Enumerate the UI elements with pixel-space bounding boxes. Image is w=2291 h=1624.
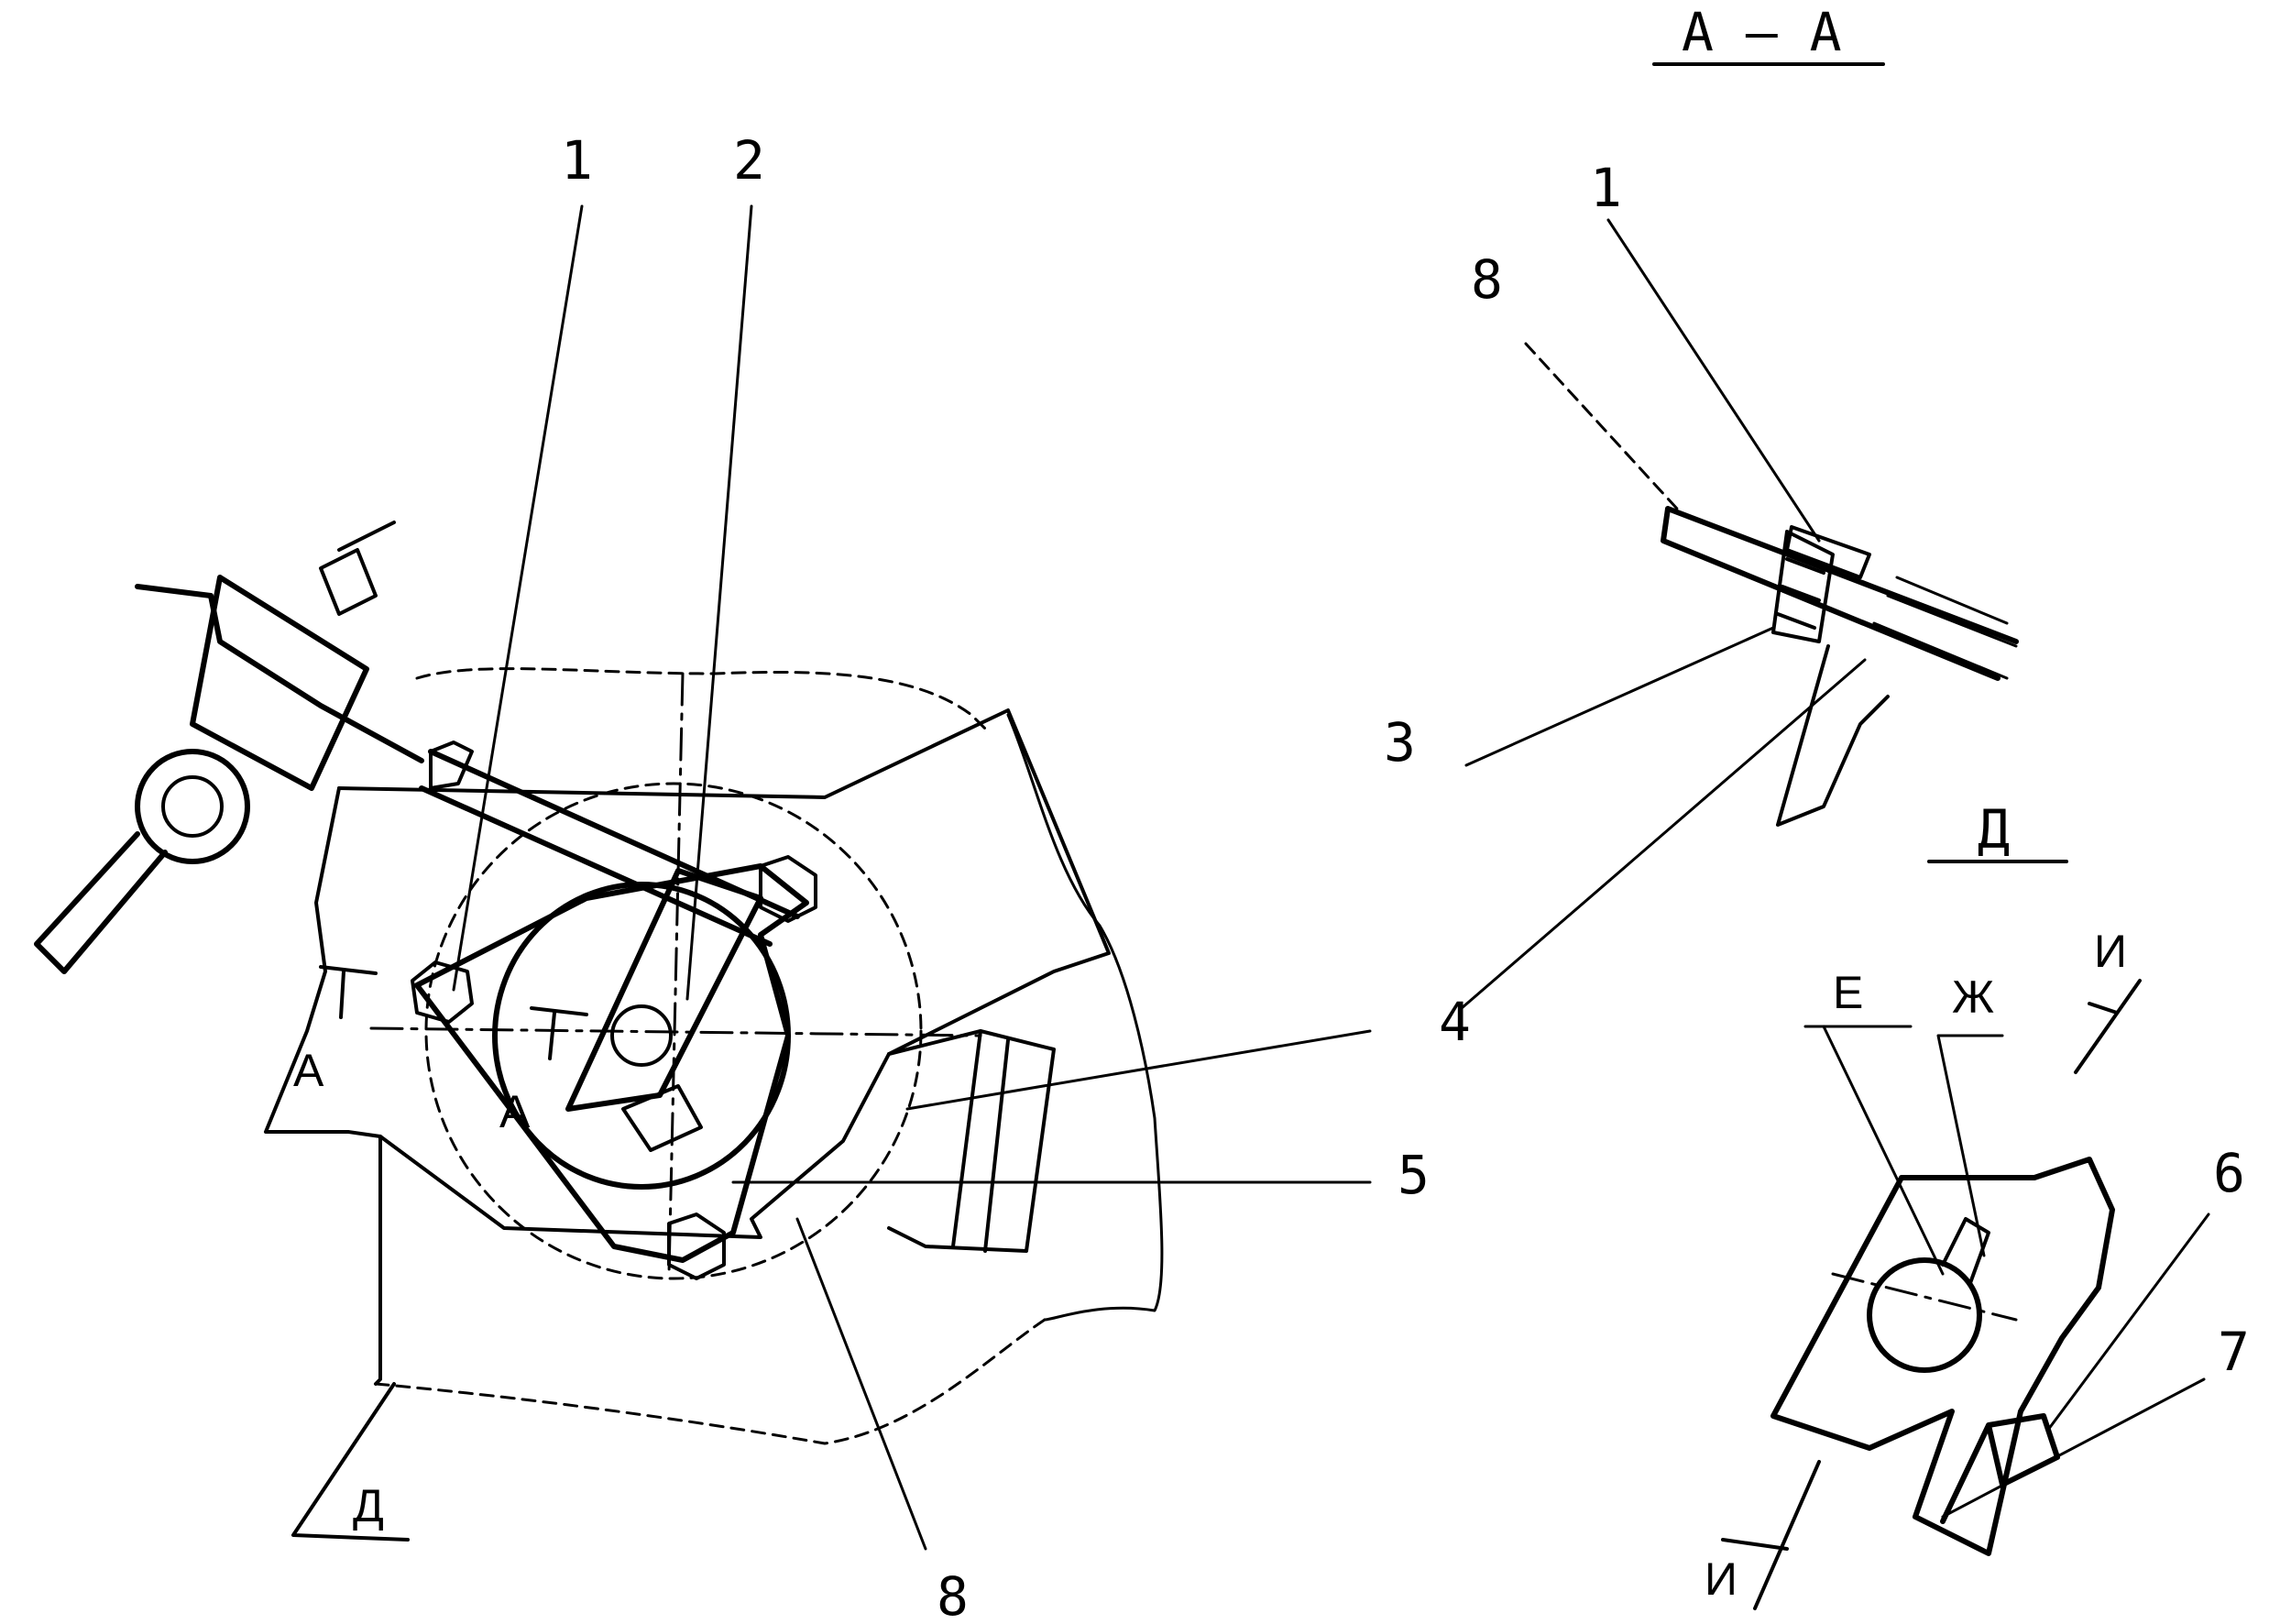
detail-shaft (1867, 1257, 1982, 1373)
main-view: А А Д 1 2 4 5 8 (34, 129, 1471, 1624)
marker-e-leader (1803, 1025, 1945, 1276)
dir-i-bottom-arrow (1721, 1538, 1789, 1551)
callout-5-main: 5 (1398, 1144, 1430, 1206)
section-right-plates (1872, 576, 2018, 680)
roller-bearing-inner (161, 775, 224, 838)
leader-section-4 (1460, 658, 1867, 1010)
section-bracket (1776, 644, 1890, 827)
spring-rod (419, 749, 800, 947)
section-plate (1661, 506, 2019, 681)
pivot-hub (610, 1004, 673, 1067)
hex-nut-top (759, 855, 817, 923)
centerline-vertical (667, 672, 685, 1276)
callout-1-main: 1 (561, 129, 593, 192)
leader-section-8 (1524, 342, 1679, 510)
tube-connector-inner (951, 1029, 1010, 1253)
letter-e: Е (1833, 967, 1863, 1018)
view-d-leader (291, 1382, 410, 1542)
callout-6-view: 6 (2213, 1142, 2245, 1204)
callout-3-section: 3 (1384, 711, 1416, 774)
view-d-main-label: Д (353, 1480, 384, 1531)
letter-zh: Ж (1952, 971, 1994, 1023)
section-a-label: А (293, 1045, 324, 1096)
leader-1 (452, 204, 584, 992)
tube-connector (887, 1029, 1056, 1253)
marker-zh-leader (1936, 1034, 2004, 1257)
view-d-title: Д (1978, 798, 2010, 861)
leader-section-3 (1464, 626, 1775, 767)
leader-7 (1941, 1377, 2206, 1519)
leader-6 (2046, 1213, 2210, 1432)
leader-section-1 (1606, 218, 1821, 543)
dir-i-top-line (2074, 979, 2142, 1074)
roller-bearing (135, 749, 250, 864)
left-linkage (135, 584, 424, 763)
hex-nut-bottom (667, 1213, 726, 1280)
leader-2 (685, 204, 753, 1001)
callout-8-main: 8 (937, 1565, 969, 1624)
body-right-contour (1006, 713, 1164, 1322)
callout-2-main: 2 (733, 129, 765, 192)
section-nut (1785, 525, 1871, 579)
section-hatch (1771, 530, 1835, 643)
left-clamp (190, 575, 369, 791)
body-contour-dashed (415, 667, 992, 735)
housing-left-edge (264, 786, 382, 1138)
dir-i-bottom-label: И (1705, 1553, 1737, 1605)
spring-rod-end (429, 741, 474, 790)
section-marker-left (319, 965, 378, 1019)
section-a-a: А – А 1 8 3 Д (1384, 1, 2068, 1010)
view-d-detail: Е Ж И И 6 7 (1705, 926, 2250, 1610)
flange-circle-dashed (424, 782, 923, 1280)
leader-8 (795, 1217, 927, 1551)
lever-block (621, 1084, 703, 1152)
callout-7-view: 7 (2218, 1321, 2250, 1383)
section-title: А – А (1682, 1, 1842, 63)
detail-centerline (1831, 1272, 2018, 1322)
dir-i-top-label: И (2094, 926, 2127, 977)
hex-nut-left (411, 960, 474, 1024)
detail-body (1770, 1157, 2115, 1556)
section-marker-right (530, 1006, 588, 1060)
callout-8-section: 8 (1471, 248, 1503, 311)
top-fitting (319, 521, 396, 616)
housing-plate (337, 708, 1111, 1386)
dir-i-top-arrow (2088, 1002, 2119, 1015)
body-contour-dashed-lower (374, 1318, 1047, 1445)
callout-4-main: 4 (1439, 991, 1471, 1053)
section-a-label-2: А (499, 1086, 531, 1137)
left-fork (34, 831, 168, 974)
leader-4 (905, 1029, 1372, 1111)
callout-1-section: 1 (1590, 157, 1622, 219)
dir-i-bottom-line (1753, 1460, 1821, 1610)
lever-arm (565, 868, 763, 1112)
